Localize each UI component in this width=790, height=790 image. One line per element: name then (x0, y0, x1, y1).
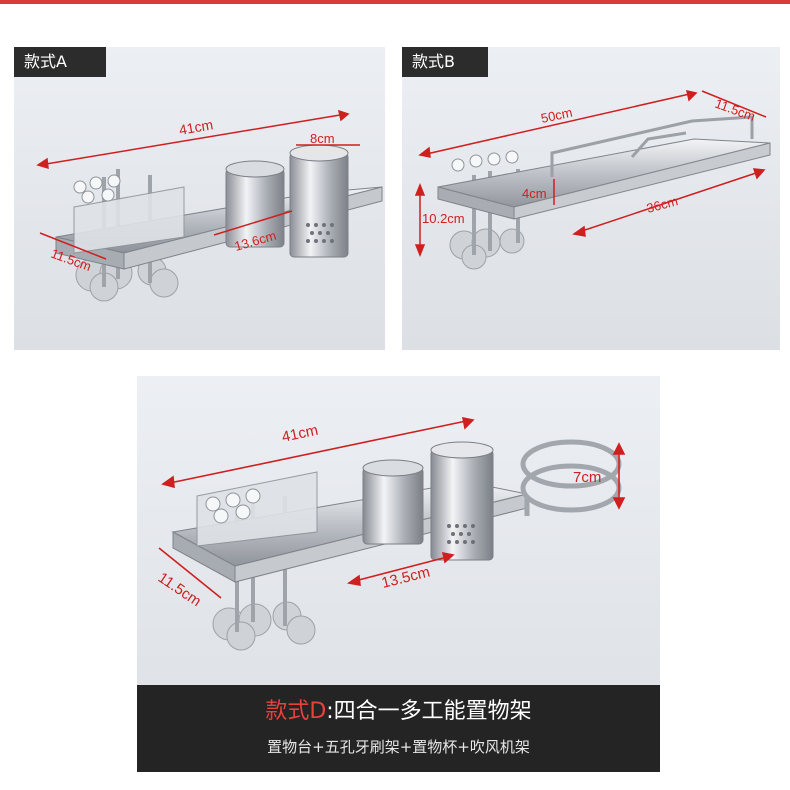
guard-rail-b (550, 115, 754, 177)
rack-a-illustration: 41cm 8cm 11.5cm 13.6cm (36, 109, 383, 302)
variant-d-caption: 款式D:四合一多工能置物架 置物台+五孔牙刷架+置物杯+吹风机架 (137, 685, 660, 772)
rack-b-illustration: 50cm 11.5cm 4cm 10.2cm 36cm (414, 90, 771, 270)
rack-d-illustration: 41cm 7cm 11.5cm 13.5cm (155, 416, 626, 651)
dim-depth-d: 11.5cm (155, 569, 204, 610)
product-panel-a: 41cm 8cm 11.5cm 13.6cm 款式A (14, 47, 385, 350)
dim-length-b: 50cm (540, 105, 574, 126)
variant-label-a: 款式A (14, 47, 106, 77)
variant-d-title-accent: 款式D (265, 699, 327, 724)
cup-2 (289, 144, 349, 258)
variant-d-subtitle: 置物台+五孔牙刷架+置物杯+吹风机架 (267, 738, 530, 756)
hair-dryer-ring (520, 439, 622, 516)
dim-ring-d: 7cm (573, 469, 601, 486)
variant-label-b: 款式B (402, 47, 488, 77)
dim-length-d: 41cm (280, 422, 319, 446)
dim-length-a: 41cm (178, 116, 214, 138)
top-accent-bar (0, 0, 790, 4)
cup-d-2 (430, 441, 494, 561)
variant-d-title: 款式D:四合一多工能置物架 (137, 695, 660, 729)
dimension-lines-b (414, 90, 767, 258)
product-panel-b: 50cm 11.5cm 4cm 10.2cm 36cm 款式B (402, 47, 780, 350)
dimension-lines (36, 109, 360, 260)
dim-rail-b: 4cm (522, 186, 547, 201)
wall-mount-base-d (212, 601, 316, 651)
dimension-lines-d (158, 416, 626, 599)
dim-inner-b: 36cm (645, 193, 680, 216)
dim-height-b: 10.2cm (422, 211, 465, 226)
wall-mount-base-b (449, 228, 525, 270)
product-panel-d: 41cm 7cm 11.5cm 13.5cm 款式D:四合一多工能置物架 置物台… (137, 376, 660, 772)
cup-d-1 (362, 459, 424, 545)
dim-cup-a: 8cm (310, 131, 335, 146)
variant-d-title-main: :四合一多工能置物架 (326, 699, 532, 724)
